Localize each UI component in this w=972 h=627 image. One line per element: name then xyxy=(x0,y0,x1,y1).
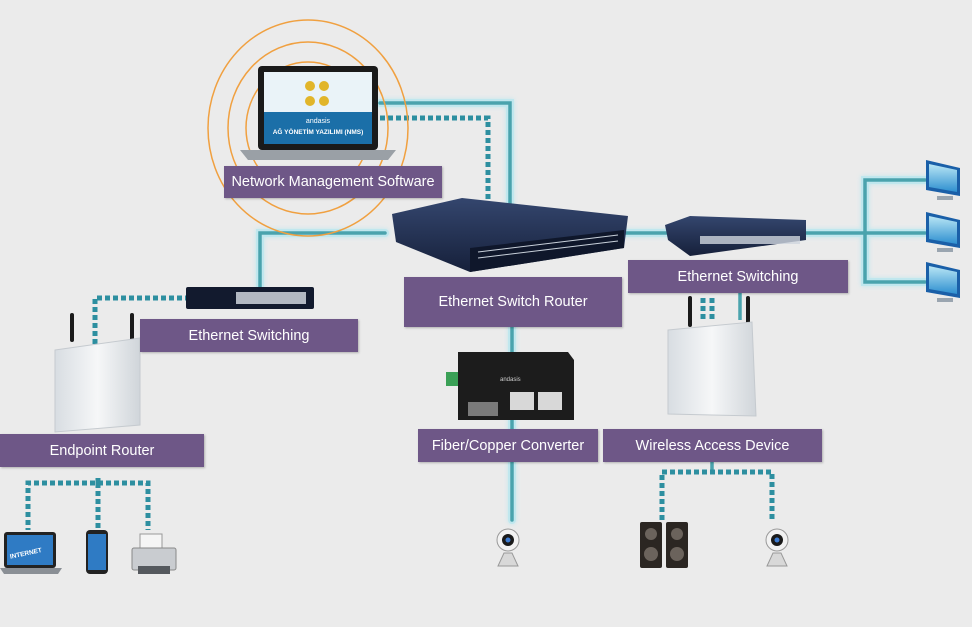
laptop-icon: INTERNET xyxy=(0,532,62,574)
nms-laptop: andasis AĞ YÖNETİM YAZILIMI (NMS) xyxy=(240,66,396,160)
monitor-icon xyxy=(926,212,960,252)
switch-router-label: Ethernet Switch Router xyxy=(404,277,622,327)
nms-label: Network Management Software xyxy=(224,166,442,198)
converter-label: Fiber/Copper Converter xyxy=(418,429,598,462)
camera-icon xyxy=(496,528,520,567)
nms-screen-title: AĞ YÖNETİM YAZILIMI (NMS) xyxy=(273,127,364,136)
converter-device: andasis xyxy=(446,352,574,420)
monitor-icon xyxy=(926,262,960,302)
nms-node-icon xyxy=(305,96,315,106)
right-switch-device xyxy=(665,216,806,256)
printer-icon xyxy=(131,533,177,574)
wireless-lines xyxy=(659,293,775,520)
left-switch-device xyxy=(186,287,314,309)
endpoint-router-label: Endpoint Router xyxy=(0,434,204,467)
phone-icon xyxy=(86,530,108,574)
nms-screen-brand: andasis xyxy=(306,118,331,125)
speaker-icon xyxy=(640,522,688,568)
monitor-icons xyxy=(926,160,960,302)
monitor-icon xyxy=(926,160,960,200)
converter-brand: andasis xyxy=(500,377,521,383)
nms-node-icon xyxy=(319,96,329,106)
switching-left-label: Ethernet Switching xyxy=(140,319,358,352)
dotted-cables xyxy=(25,115,715,530)
ethernet-switch-router-device xyxy=(392,198,628,272)
nms-node-icon xyxy=(305,81,315,91)
nms-node-icon xyxy=(319,81,329,91)
camera-icon xyxy=(765,528,789,567)
wireless-access-device xyxy=(667,296,757,417)
switching-right-label: Ethernet Switching xyxy=(628,260,848,293)
wireless-label: Wireless Access Device xyxy=(603,429,822,462)
endpoint-router-device xyxy=(54,313,141,433)
